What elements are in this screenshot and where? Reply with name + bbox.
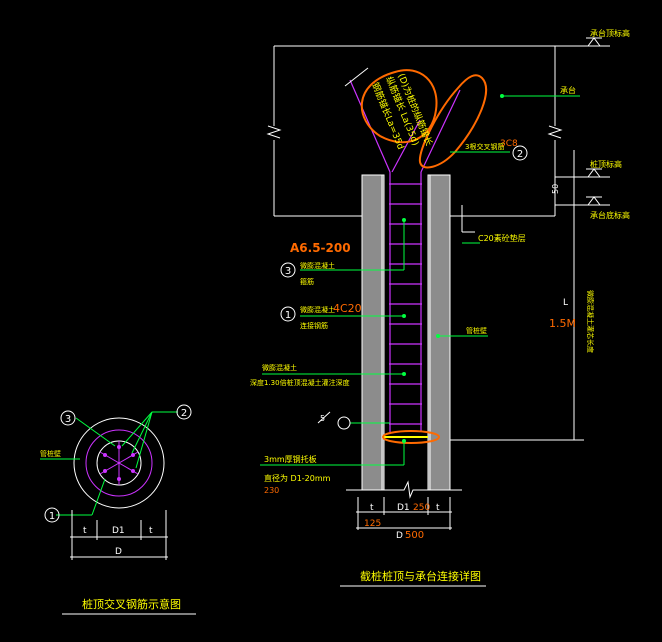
label-cap-top-elev: 承台顶标高 bbox=[590, 28, 630, 38]
callout-1-label: 1 bbox=[285, 310, 291, 321]
dim-D1: D1 bbox=[397, 503, 410, 513]
plan-dim-D1: D1 bbox=[112, 526, 125, 536]
label-plate-diameter: 直径为 D1-20mm bbox=[264, 473, 331, 483]
pile-bottom-break bbox=[346, 480, 462, 499]
label-filler-a: 微膨混凝土 bbox=[300, 261, 335, 270]
label-pile-top-elev: 桩顶标高 bbox=[590, 159, 622, 169]
plan-callout-1: 1 bbox=[49, 511, 55, 522]
label-cap-bottom-elev: 承台底标高 bbox=[590, 210, 630, 220]
plan-dim-D: D bbox=[115, 547, 122, 557]
dim-D: D bbox=[396, 531, 403, 541]
elevation-markers bbox=[586, 37, 602, 206]
plan-callout-3: 3 bbox=[65, 414, 71, 425]
label-connect-rebar: 连接钢筋 bbox=[300, 321, 328, 330]
callout-2-label: 2 bbox=[517, 149, 523, 160]
leader-dots bbox=[402, 94, 504, 443]
anchor-dim-line bbox=[344, 67, 369, 87]
label-cap: 承台 bbox=[560, 85, 576, 95]
dim-t-right: t bbox=[436, 503, 440, 513]
title-plan: 桩顶交叉钢筋示意图 bbox=[82, 597, 181, 611]
dim-500: 500 bbox=[405, 530, 424, 541]
plan-dim-t-left: t bbox=[83, 526, 87, 536]
plan-callouts bbox=[44, 404, 192, 523]
markup-annotations bbox=[360, 69, 488, 444]
cushion-line bbox=[461, 205, 475, 233]
dim-L: L bbox=[563, 298, 568, 308]
label-stirrup: 箍筋 bbox=[300, 277, 314, 286]
label-steel-plate: 3mm厚钢托板 bbox=[264, 454, 317, 464]
title-section: 截桩桩顶与承台连接详图 bbox=[360, 569, 481, 583]
label-pile-wall: 管桩壁 bbox=[466, 326, 487, 335]
plan-dimension-lines bbox=[70, 510, 168, 560]
dim-50: 50 bbox=[551, 184, 560, 194]
plan-leaders bbox=[40, 411, 178, 516]
plan-label-pile-wall: 管桩壁 bbox=[40, 449, 61, 458]
label-cross-rebar: 3根交叉钢筋 bbox=[465, 142, 504, 151]
label-3c8: 3C8 bbox=[500, 139, 518, 149]
label-cushion: C20素砼垫层 bbox=[478, 233, 526, 243]
dim-L-note: 微膨混凝土灌芯长度 bbox=[586, 290, 595, 353]
dim-t-left: t bbox=[370, 503, 374, 513]
rebar-cage bbox=[349, 79, 461, 432]
dim-250: 250 bbox=[413, 503, 430, 513]
pile-wall-right bbox=[427, 174, 451, 491]
callout-3-label: 3 bbox=[285, 266, 291, 277]
pile-wall-left bbox=[361, 174, 385, 491]
label-filler-c: 微膨混凝土 bbox=[262, 363, 297, 372]
handwritten-note: (D)为桩的纵筋锚长 纵筋锚长 La(35d) 钢筋锚长La=35d bbox=[369, 72, 435, 152]
dim-125: 125 bbox=[364, 519, 381, 529]
plan-callout-2: 2 bbox=[181, 408, 187, 419]
dimension-lines bbox=[317, 150, 584, 530]
dim-1-5m: 1.5M bbox=[549, 317, 576, 330]
label-dim-5: 5 bbox=[320, 414, 325, 423]
label-spiral-spec: A6.5-200 bbox=[290, 241, 351, 255]
label-filler-b: 微膨混凝土 bbox=[300, 305, 335, 314]
callouts-section bbox=[280, 145, 528, 430]
label-plate-dim: 230 bbox=[264, 486, 279, 495]
leader-lines bbox=[260, 95, 580, 466]
label-filler-note: 深度1.30倍桩顶混凝土灌注深度 bbox=[250, 378, 350, 387]
label-main-rebar: 4C20 bbox=[333, 302, 362, 315]
plan-dim-t-right: t bbox=[149, 526, 153, 536]
plan-view bbox=[73, 417, 165, 509]
